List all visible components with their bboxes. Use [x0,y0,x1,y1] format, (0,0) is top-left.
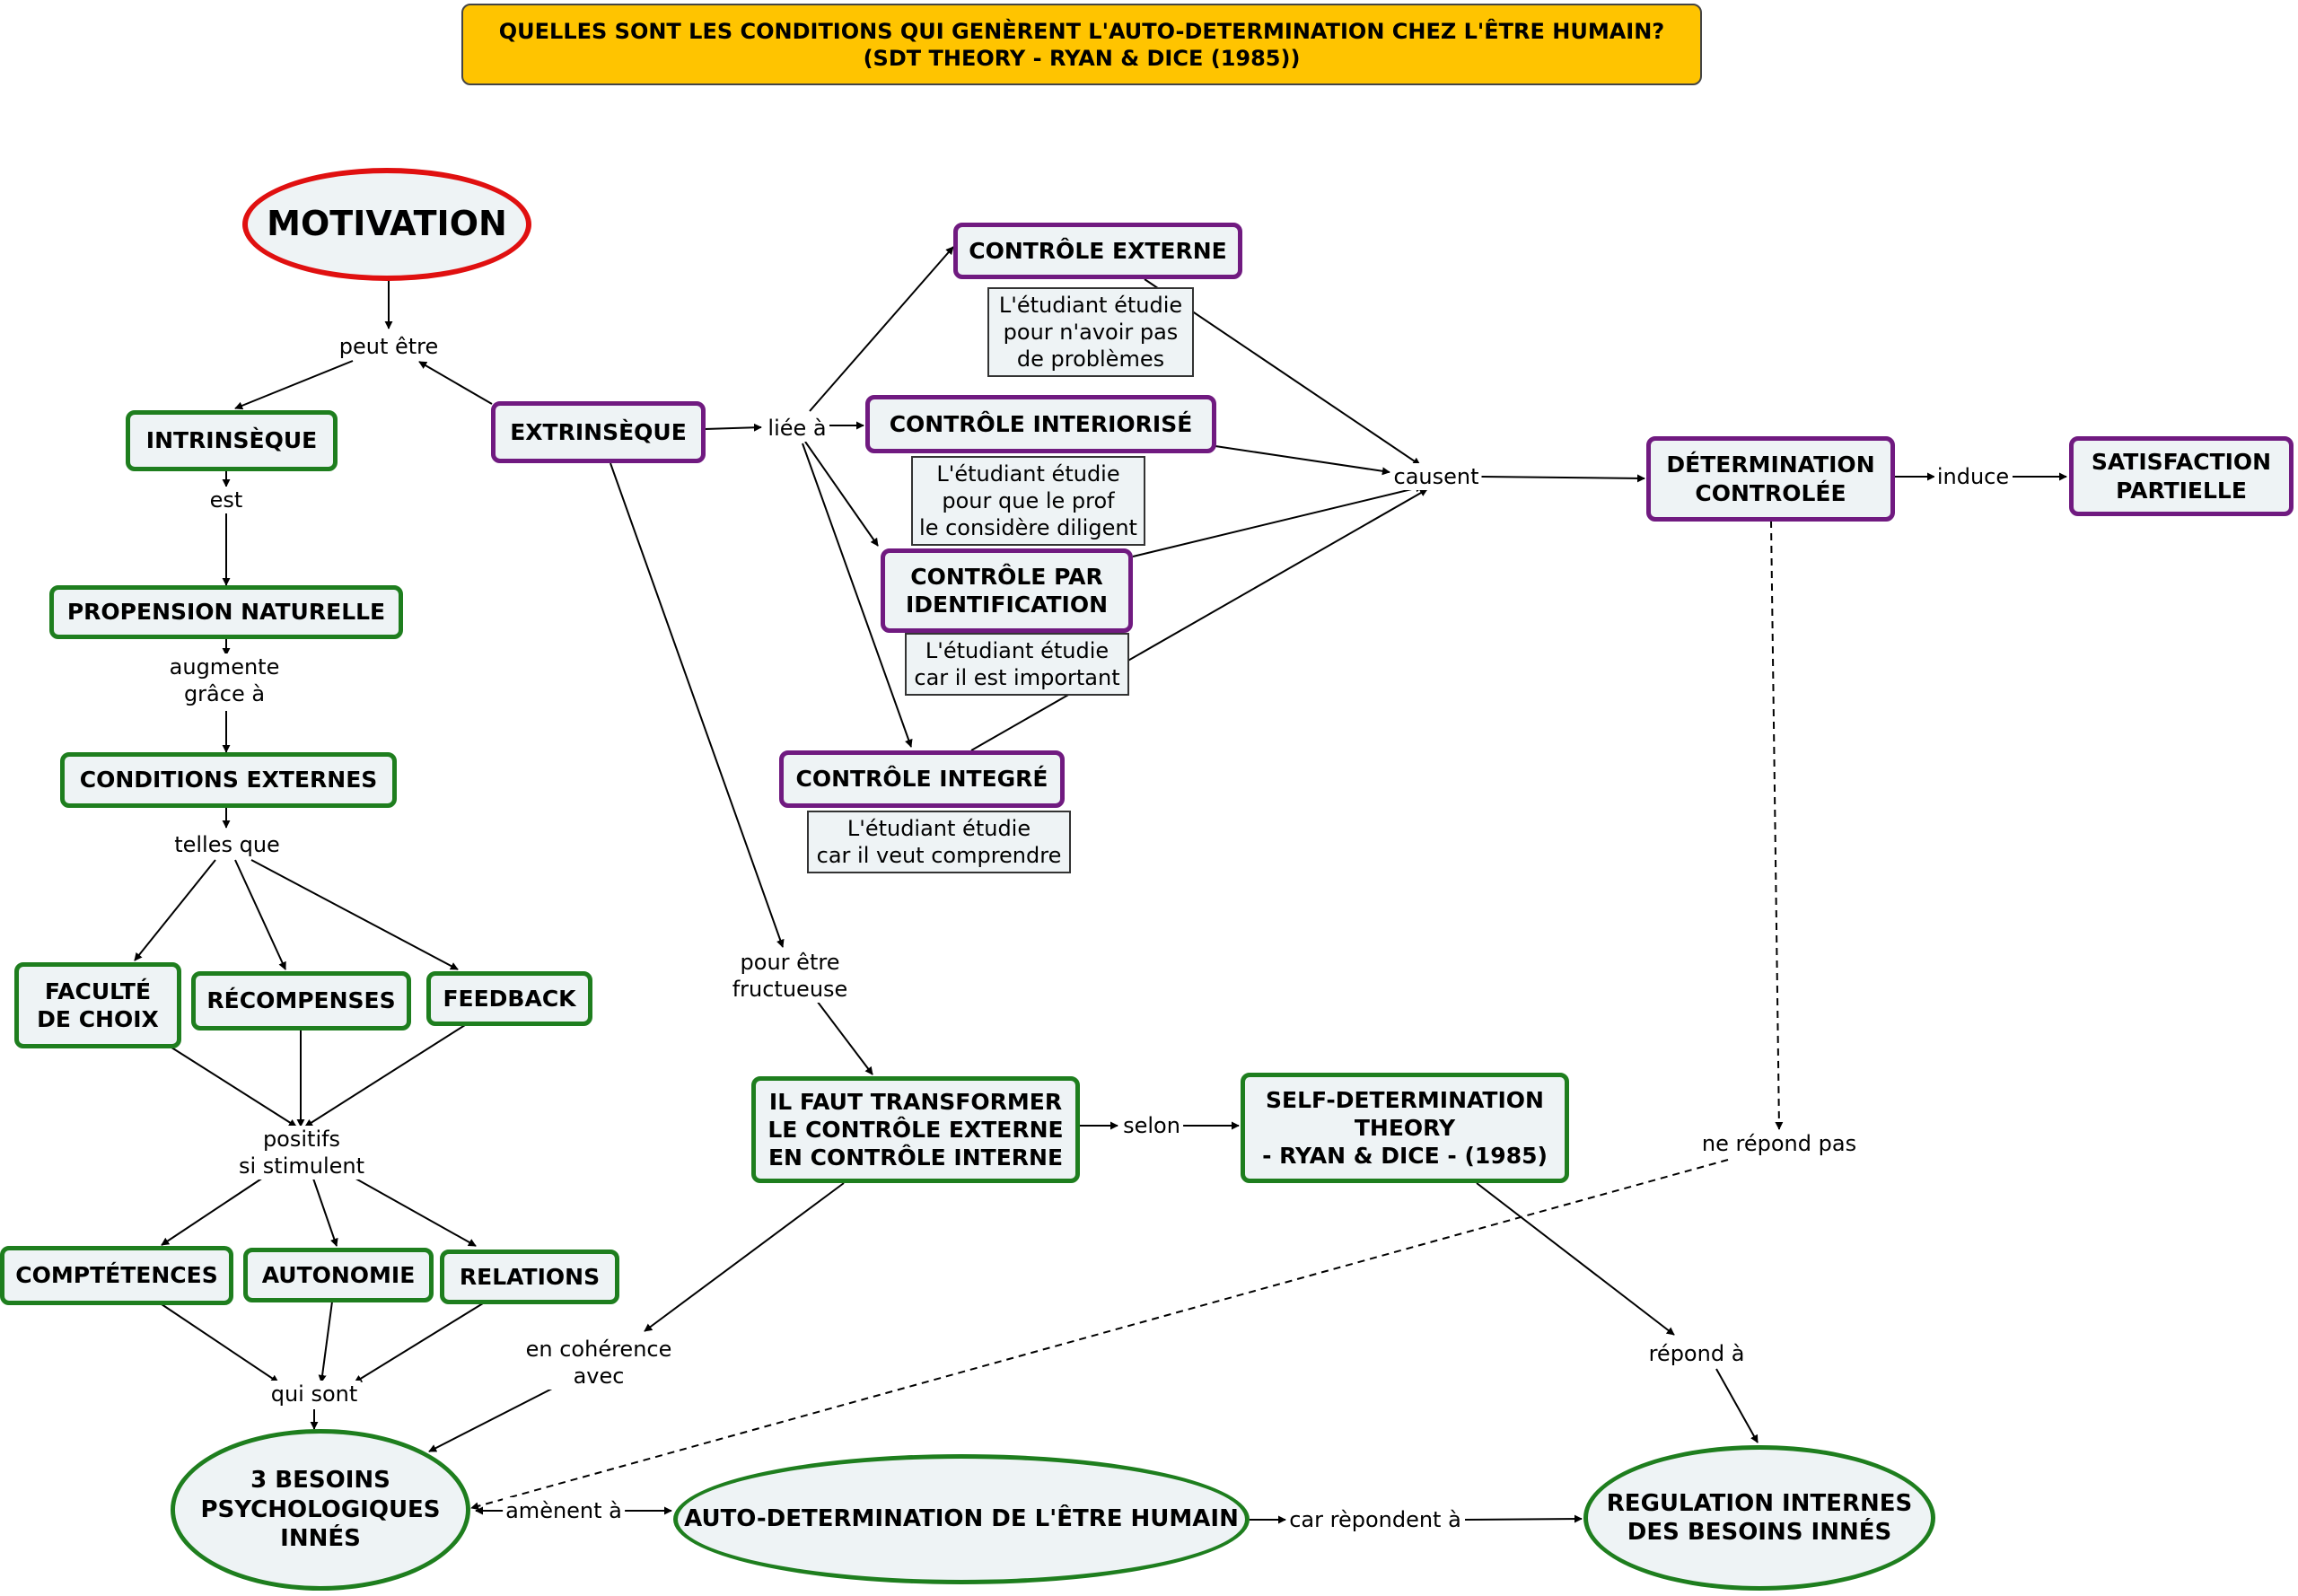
edge-repond-regulation [1715,1368,1759,1443]
label-qui-sont: qui sont [268,1381,361,1407]
edge-telles-recompenses [234,859,286,970]
edge-liee-externe [809,246,954,412]
edge-nerepond-besoins [470,1159,1729,1511]
recompenses-node: RÉCOMPENSES [191,971,411,1030]
intrinseque-node: INTRINSÈQUE [126,410,338,471]
conditions-externes-node: CONDITIONS EXTERNES [60,752,397,808]
title-line-1: QUELLES SONT LES CONDITIONS QUI GENÈRENT… [498,18,1665,44]
edge-identification-causent [1132,484,1424,557]
extrinseque-node: EXTRINSÈQUE [491,401,706,463]
edge-peut-intrinseque [234,360,354,410]
edge-sdt-repond [1476,1182,1675,1336]
controle-interiorise-node: CONTRÔLE INTERIORISÉ [865,395,1216,453]
note-controle-integre: L'étudiant étudie car il veut comprendre [807,811,1071,873]
edge-competences-quisont [161,1303,279,1383]
propension-naturelle-node: PROPENSION NATURELLE [49,585,403,639]
note-controle-identification: L'étudiant étudie car il est important [905,633,1129,696]
note-controle-interiorise: L'étudiant étudie pour que le prof le co… [911,456,1145,546]
edge-integre-causent [970,488,1428,751]
edge-positifs-autonomie [311,1175,338,1247]
edge-interiorise-causent [1215,445,1390,476]
controle-integre-node: CONTRÔLE INTEGRÉ [779,750,1065,808]
note-controle-externe: L'étudiant étudie pour n'avoir pas de pr… [987,287,1194,377]
label-positifs-si-stimulent: positifs si stimulent [235,1126,368,1179]
label-pour-etre-fructueuse: pour être fructueuse [729,949,851,1003]
controle-identification-node: CONTRÔLE PAR IDENTIFICATION [881,548,1133,633]
motivation-node: MOTIVATION [242,168,531,281]
label-augmente-grace-a: augmente grâce à [166,653,283,707]
transformer-controle-node: IL FAUT TRANSFORMER LE CONTRÔLE EXTERNE … [751,1076,1080,1183]
edge-causent-determination [1480,474,1645,483]
edge-extrinseque-liee [704,423,762,432]
edge-positifs-competences [161,1175,267,1246]
label-ne-repond-pas: ne répond pas [1698,1130,1860,1157]
edge-faculte-positifs [168,1045,297,1127]
label-causent: causent [1390,463,1482,490]
label-induce: induce [1934,463,2013,490]
satisfaction-partielle-node: SATISFACTION PARTIELLE [2069,436,2294,516]
label-est: est [206,487,246,513]
regulation-internes-node: REGULATION INTERNES DES BESOINS INNÉS [1583,1445,1935,1591]
determination-controlee-node: DÉTERMINATION CONTROLÉE [1646,436,1895,522]
edge-extrinseque-peut [418,361,493,405]
besoins-psychologiques-node: 3 BESOINS PSYCHOLOGIQUES INNÉS [171,1429,470,1591]
label-car-repondent-a: car rèpondent à [1286,1506,1464,1533]
auto-determination-node: AUTO-DETERMINATION DE L'ÊTRE HUMAIN [673,1454,1250,1584]
edge-autonomie-quisont [318,1301,333,1383]
label-liee-a: liée à [765,415,829,442]
edge-telles-faculte [134,859,216,961]
feedback-node: FEEDBACK [426,971,592,1026]
edge-liee-integre [802,443,913,748]
edge-telles-feedback [250,859,459,970]
page-title: QUELLES SONT LES CONDITIONS QUI GENÈRENT… [461,4,1702,85]
edge-feedback-positifs [304,1024,466,1127]
label-amenent-a: amènent à [503,1497,625,1524]
edge-car-regulation [1464,1514,1583,1523]
label-telles-que: telles que [171,831,283,858]
label-peut-etre: peut être [336,333,442,360]
label-selon: selon [1120,1112,1183,1139]
edge-liee-identification [804,441,879,547]
label-repond-a: répond à [1645,1340,1748,1367]
edge-relations-quisont [354,1302,484,1383]
edge-positifs-relations [342,1171,477,1247]
edge-transformer-coherence [644,1182,845,1332]
edge-pourEtre-transformer [816,1000,873,1075]
autonomie-node: AUTONOMIE [243,1248,434,1302]
label-en-coherence-avec: en cohérence avec [522,1336,675,1390]
controle-externe-node: CONTRÔLE EXTERNE [953,223,1242,279]
edge-coherence-besoins [428,1388,553,1452]
edge-extrinseque-pourEtre [610,462,785,948]
title-line-2: (SDT THEORY - RYAN & DICE (1985)) [863,45,1301,71]
competences-node: COMPTÉTENCES [0,1246,233,1305]
edge-determination-nerepond [1770,520,1784,1130]
self-determination-theory-node: SELF-DETERMINATION THEORY - RYAN & DICE … [1241,1073,1569,1183]
faculte-de-choix-node: FACULTÉ DE CHOIX [14,962,181,1048]
relations-node: RELATIONS [440,1250,619,1304]
